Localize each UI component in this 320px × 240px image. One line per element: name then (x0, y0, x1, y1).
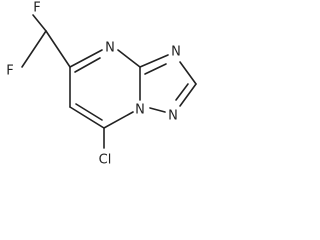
bond-c-chf2 (45, 30, 71, 68)
structure-svg: F F N N N N Cl (6, 1, 197, 168)
bond-c2-n1 (179, 83, 197, 107)
atom-n-triazole-bottom: N (168, 109, 178, 124)
bond-n1-n8 (149, 107, 166, 113)
bond-cf-top (32, 14, 47, 32)
bond-c5-n4 (69, 49, 103, 68)
bond-n8-c7 (103, 111, 134, 129)
bond-c3a-n3-double (144, 63, 167, 75)
atom-n-triazole-right: N (171, 45, 181, 60)
bond-c7-c6 (69, 106, 105, 129)
atom-n-ring-top: N (105, 41, 115, 56)
bond-c2-n1-double (175, 83, 189, 101)
molecule-diagram: F F N N N N Cl (0, 0, 212, 178)
atom-labels: F F N N N N Cl (6, 1, 181, 168)
bond-cf-left (21, 30, 47, 68)
bond-n3-c2 (179, 61, 197, 85)
bond-c7-c6-double (75, 103, 103, 121)
atom-f-left: F (6, 64, 13, 79)
atom-cl: Cl (99, 153, 112, 168)
bond-c3a-n3 (139, 54, 169, 68)
bond-n4-c3a (117, 49, 141, 68)
bonds (21, 14, 197, 149)
atom-n-bridge: N (135, 103, 145, 118)
bond-c5-n4-double (74, 57, 101, 73)
atom-f-top: F (33, 1, 40, 16)
